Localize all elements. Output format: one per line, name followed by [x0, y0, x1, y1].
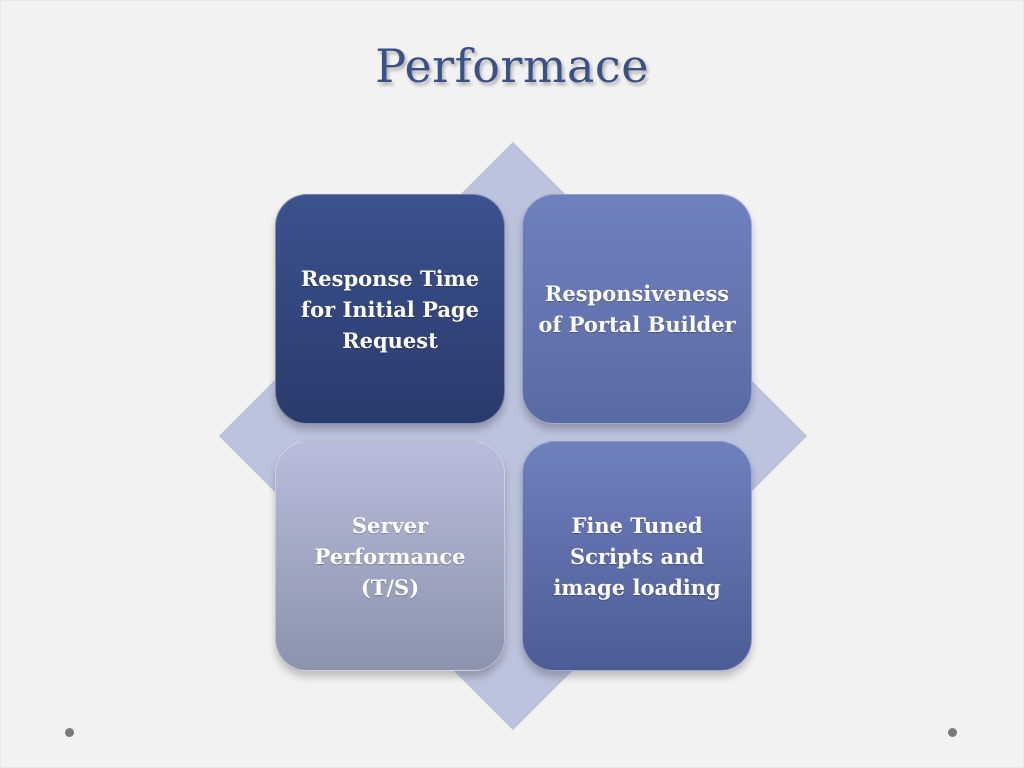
quadrant-response-time: Response Time for Initial Page Request: [275, 194, 505, 424]
quadrant-server-performance: Server Performance (T/S): [275, 441, 505, 671]
quadrant-fine-tuned-scripts: Fine Tuned Scripts and image loading: [522, 441, 752, 671]
quadrant-responsiveness: Responsiveness of Portal Builder: [522, 194, 752, 424]
quadrant-label: Server Performance (T/S): [314, 512, 466, 600]
bullet-dot-left: [65, 728, 74, 737]
quadrant-label: Fine Tuned Scripts and image loading: [553, 512, 721, 600]
quadrant-label: Response Time for Initial Page Request: [300, 265, 480, 353]
slide-title: Performace: [375, 39, 649, 93]
bullet-dot-right: [948, 728, 957, 737]
quadrant-label: Responsiveness of Portal Builder: [538, 281, 736, 337]
